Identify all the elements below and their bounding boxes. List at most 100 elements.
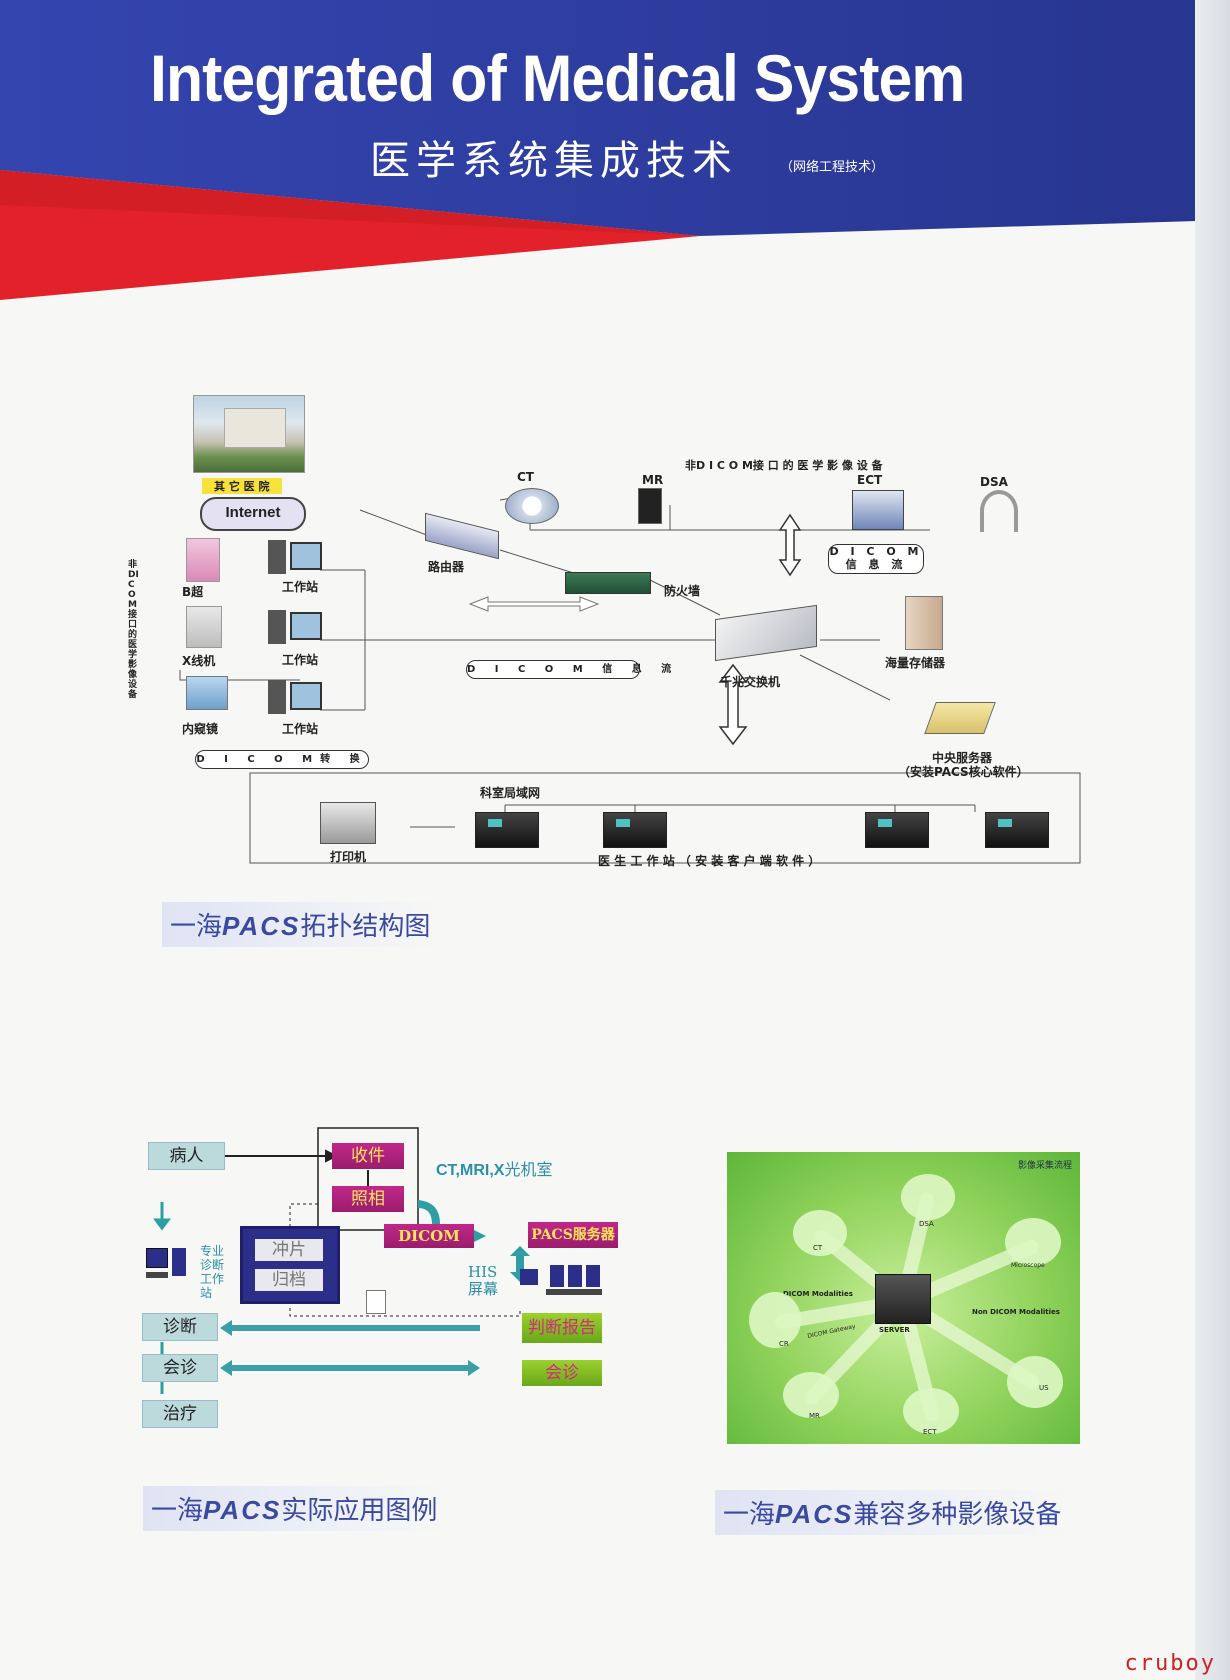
mr-device-icon (638, 488, 662, 524)
non-dicom-modalities-label: Non DICOM Modalities (972, 1308, 1060, 1316)
b-ultrasound-device-icon (186, 538, 220, 582)
dicom-flow-right-line2: 信 息 流 (845, 558, 907, 571)
caption-prefix: 一海 (723, 1500, 776, 1530)
ct-label: CT (517, 470, 534, 484)
flow-pacs-server: PACS服务器 (528, 1222, 618, 1248)
xray-device-icon (186, 606, 222, 648)
caption-prefix: 一海 (170, 912, 223, 942)
other-hospital-label: 其 它 医 院 (202, 478, 282, 494)
his-text2: 屏幕 (468, 1280, 499, 1298)
flow-diagnosis: 诊断 (142, 1313, 218, 1341)
node-dsa-label: DSA (919, 1220, 934, 1228)
caption-topology: 一海PACS拓扑结构图 (162, 902, 439, 947)
flow-receive: 收件 (332, 1143, 404, 1169)
compat-title: 影像采集流程 (1017, 1161, 1072, 1171)
dicom-flow-right-pill: D I C O M 信 息 流 (828, 544, 924, 574)
switch-label: 千兆交换机 (720, 675, 781, 689)
router-label: 路由器 (428, 560, 465, 574)
caption-text: 实际应用图例 (281, 1496, 438, 1526)
mr-label: MR (642, 473, 664, 487)
flow-judge-report: 判断报告 (522, 1313, 602, 1343)
page-title-chinese: 医学系统集成技术 (370, 138, 738, 184)
node-ect-label: ECT (923, 1428, 937, 1436)
node-microscope (1005, 1218, 1061, 1266)
xray-label: X线机 (182, 654, 216, 668)
workstation-icon (268, 680, 322, 714)
node-ect (903, 1388, 959, 1434)
page-subtitle: （网络工程技术） (780, 160, 885, 175)
hospital-photo (193, 395, 305, 473)
ect-label: ECT (857, 473, 883, 487)
caption-text: 拓扑结构图 (300, 912, 431, 942)
node-us-label: US (1039, 1384, 1049, 1392)
printer-label: 打印机 (330, 850, 367, 864)
book-spine (1195, 0, 1230, 1680)
his-monitors-icon (520, 1265, 602, 1299)
caption-text: 兼容多种影像设备 (853, 1500, 1062, 1530)
ct-device-icon (505, 488, 559, 524)
storage-label: 海量存储器 (885, 656, 946, 670)
ct-room-text1: CT,MRI,X (436, 1162, 505, 1179)
non-dicom-top-label: 非D I C O M接 口 的 医 学 影 像 设 备 (685, 459, 883, 472)
workstation-label: 工作站 (282, 722, 319, 736)
caption-pacs: PACS (222, 911, 301, 941)
dicom-flow-right-line1: D I C O M (829, 545, 923, 558)
dsa-device-icon (980, 490, 1018, 532)
ect-device-icon (852, 490, 904, 530)
expert-workstation-label: 专业诊断工作站 (200, 1244, 225, 1300)
firewall-label: 防火墙 (664, 584, 701, 598)
ct-room-text2: 光机室 (504, 1162, 553, 1179)
central-server-label: 中央服务器 (932, 751, 993, 765)
flow-patient: 病人 (148, 1142, 225, 1170)
topology-lines (179, 494, 1081, 864)
caption-application: 一海PACS实际应用图例 (143, 1486, 446, 1531)
workstation-label: 工作站 (282, 653, 319, 667)
node-ct-label: CT (813, 1244, 823, 1252)
mass-storage-icon (905, 596, 943, 650)
dsa-label: DSA (980, 475, 1008, 489)
node-mr-label: MR (809, 1412, 820, 1420)
server-label: SERVER (879, 1326, 910, 1334)
caption-pacs: PACS (203, 1495, 282, 1525)
workstation-icon (268, 610, 322, 644)
firewall-icon (565, 572, 651, 594)
doctor-workstation-label: 医 生 工 作 站 （ 安 装 客 户 端 软 件 ） (598, 854, 821, 868)
ct-room-label: CT,MRI,X光机室 (436, 1156, 552, 1180)
his-label: HIS 屏幕 (468, 1264, 498, 1298)
node-cr-label: CR (779, 1340, 789, 1348)
flow-treatment: 治疗 (142, 1400, 218, 1428)
central-server-note: （安装PACS核心软件） (898, 765, 1029, 779)
caption-prefix: 一海 (151, 1496, 204, 1526)
node-ct (793, 1210, 847, 1256)
expert-workstation-icon (146, 1248, 192, 1284)
b-ultrasound-label: B超 (182, 585, 204, 599)
internet-cloud: Internet (200, 497, 306, 531)
watermark: cruboy (1124, 1651, 1216, 1676)
dicom-flow-mid-pill: D I C O M 信 息 流 (466, 660, 671, 679)
page-title-english: Integrated of Medical System (150, 41, 965, 115)
endoscope-label: 内窥镜 (182, 722, 219, 736)
non-dicom-vertical-label: 非DICOM接口的医学影像设备 (128, 560, 139, 700)
doctor-workstation-icon (985, 812, 1049, 848)
server-icon (875, 1274, 931, 1324)
his-text1: HIS (468, 1263, 498, 1281)
node-cr (749, 1292, 801, 1348)
dicom-convert-pill: D I C O M转 换 (195, 750, 369, 769)
flow-archive: 归档 (255, 1269, 323, 1291)
node-microscope-label: Microscope (1011, 1262, 1045, 1269)
node-mr (783, 1372, 839, 1418)
node-dsa (901, 1174, 955, 1220)
caption-pacs: PACS (775, 1499, 854, 1529)
workstation-label: 工作站 (282, 580, 319, 594)
doctor-workstation-icon (603, 812, 667, 848)
flow-photo: 照相 (332, 1186, 404, 1212)
department-lan-label: 科室局域网 (480, 786, 541, 800)
doctor-workstation-icon (865, 812, 929, 848)
flow-dicom: DICOM (384, 1224, 474, 1248)
modalities-panel: 影像采集流程 SERVER DICOM Modalities Non DICOM… (727, 1152, 1080, 1444)
document-icon (366, 1290, 386, 1314)
doctor-workstation-icon (475, 812, 539, 848)
flow-film: 冲片 (255, 1239, 323, 1261)
header-banner (0, 0, 1230, 300)
dicom-modalities-label: DICOM Modalities (783, 1290, 853, 1298)
